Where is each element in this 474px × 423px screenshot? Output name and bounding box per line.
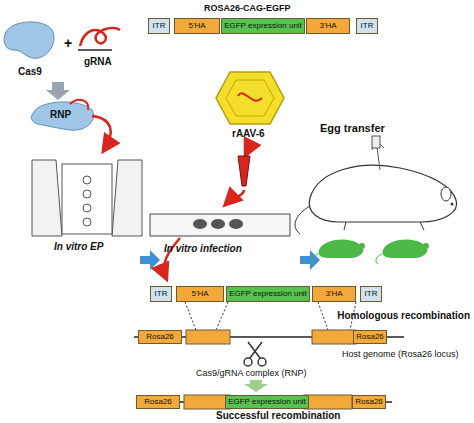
sequence-box: Rosa26 [138, 330, 182, 344]
sequence-box: Rosa26 [136, 395, 180, 409]
text-label: Cas9 [18, 66, 42, 77]
sequence-box: Rosa26 [352, 395, 386, 409]
box-label: 3'HA [325, 290, 342, 298]
sequence-box: EGFP expression unit [226, 286, 310, 302]
box-label: ITR [155, 290, 168, 298]
sequence-box: 3'HA [312, 286, 356, 302]
sequence-box: ITR [360, 286, 382, 302]
text-label: rAAV-6 [232, 128, 265, 139]
sequence-box: ITR [150, 286, 172, 302]
box-label: ITR [365, 290, 378, 298]
box-label: EGFP expression unit [229, 290, 307, 298]
box-label: Rosa26 [356, 333, 384, 341]
box-label: EGFP expression unit [228, 398, 306, 406]
text-label: In vitro EP [54, 241, 103, 252]
text-label: In vitro infection [164, 243, 242, 254]
sequence-box: EGFP expression unit [221, 18, 305, 34]
sequence-box: ITR [148, 18, 170, 34]
box-label: Rosa26 [146, 333, 174, 341]
sequence-box: 3'HA [306, 18, 350, 34]
text-label: Host genome (Rosa26 locus) [342, 350, 459, 360]
sequence-box: EGFP expression unit [225, 395, 309, 409]
box-label: 5'HA [191, 290, 208, 298]
sequence-box: ITR [356, 18, 378, 34]
text-label: + [64, 36, 72, 51]
box-label: ITR [361, 22, 374, 30]
box-label: 5'HA [188, 22, 205, 30]
sequence-box: 5'HA [174, 18, 220, 34]
box-label: Rosa26 [355, 398, 383, 406]
text-label: Cas9/gRNA complex (RNP) [196, 369, 307, 379]
box-label: EGFP expression unit [224, 22, 302, 30]
box-label: 3'HA [319, 22, 336, 30]
box-label: Rosa26 [144, 398, 172, 406]
text-label: RNP [50, 109, 71, 120]
sequence-box: 5'HA [176, 286, 224, 302]
text-label: ROSA26-CAG-EGFP [204, 4, 291, 14]
text-label: Egg transfer [320, 122, 385, 134]
box-label: ITR [153, 22, 166, 30]
text-label: Successful recombination [216, 410, 340, 421]
text-label: Homologous recombination [337, 310, 470, 321]
text-label: gRNA [84, 56, 112, 67]
sequence-box: Rosa26 [353, 330, 387, 344]
